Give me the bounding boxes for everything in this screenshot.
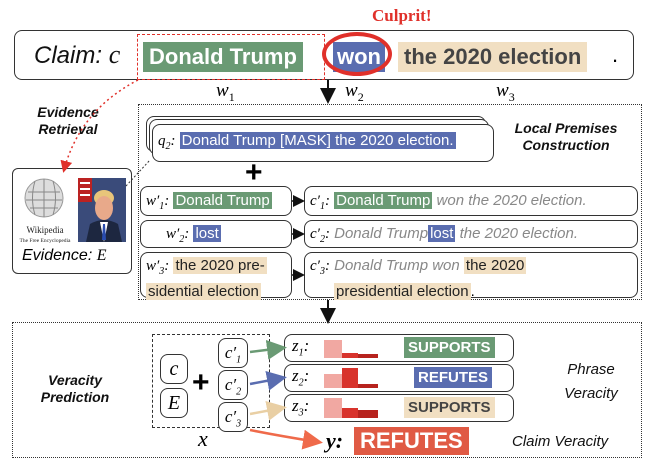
- answer-1: w′1: Donald Trump: [146, 192, 272, 212]
- trump-photo: [78, 178, 126, 242]
- svg-text:The Free Encyclopedia: The Free Encyclopedia: [19, 238, 71, 244]
- plus-sign-inputs: +: [192, 366, 210, 399]
- evidence-label: Evidence: E: [22, 247, 107, 264]
- input-c3: c′3: [218, 402, 248, 432]
- phrase-dist-3: [322, 396, 384, 423]
- premise-1: c′1: Donald Trump won the 2020 election.: [310, 192, 587, 212]
- plus-sign-premises: +: [245, 156, 263, 189]
- phrase-z1: z1:: [292, 336, 310, 359]
- input-c: c: [160, 354, 188, 384]
- input-x-label: x: [198, 426, 208, 451]
- word-label-2: w2: [345, 80, 364, 104]
- phrase-z2: z2:: [292, 366, 310, 389]
- phrase-label-2: REFUTES: [414, 367, 493, 388]
- word-label-1: w1: [216, 80, 235, 104]
- answer-2: w′2: lost: [166, 225, 221, 245]
- phrase-dist-2: [322, 366, 384, 393]
- phrase-z3: z3:: [292, 396, 310, 419]
- input-E: E: [160, 388, 188, 418]
- premise-box-1: [304, 186, 638, 216]
- claim-token-3: the 2020 election: [398, 42, 588, 72]
- culprit-circle: [322, 32, 392, 76]
- premise-box-2: [304, 220, 638, 248]
- claim-token-1-dashed-box: [137, 34, 325, 80]
- phrase-dist-1: [322, 338, 384, 363]
- answer-3: w′3: the 2020 pre- sidential election: [146, 257, 267, 300]
- svg-text:Wikipedia: Wikipedia: [26, 225, 63, 235]
- word-label-3: w3: [496, 80, 515, 104]
- claim-prefix: Claim: c: [34, 40, 121, 69]
- claim-veracity-label: Claim Veracity: [512, 433, 609, 450]
- wikipedia-logo: Wikipedia The Free Encyclopedia: [18, 176, 74, 246]
- culprit-label: Culprit!: [372, 6, 432, 25]
- input-c2: c′2: [218, 370, 248, 400]
- question: q2: Donald Trump [MASK] the 2020 electio…: [158, 132, 456, 152]
- phrase-label-1: SUPPORTS: [404, 337, 495, 358]
- input-c1: c′1: [218, 338, 248, 368]
- phrase-label-3: SUPPORTS: [404, 397, 495, 418]
- final-label: REFUTES: [354, 427, 469, 455]
- final-y-label: y:: [326, 428, 344, 453]
- claim-period: .: [612, 42, 619, 67]
- premise-3: c′3: Donald Trump won the 2020 president…: [310, 257, 527, 300]
- claim-token-1: Donald Trump: [143, 42, 303, 72]
